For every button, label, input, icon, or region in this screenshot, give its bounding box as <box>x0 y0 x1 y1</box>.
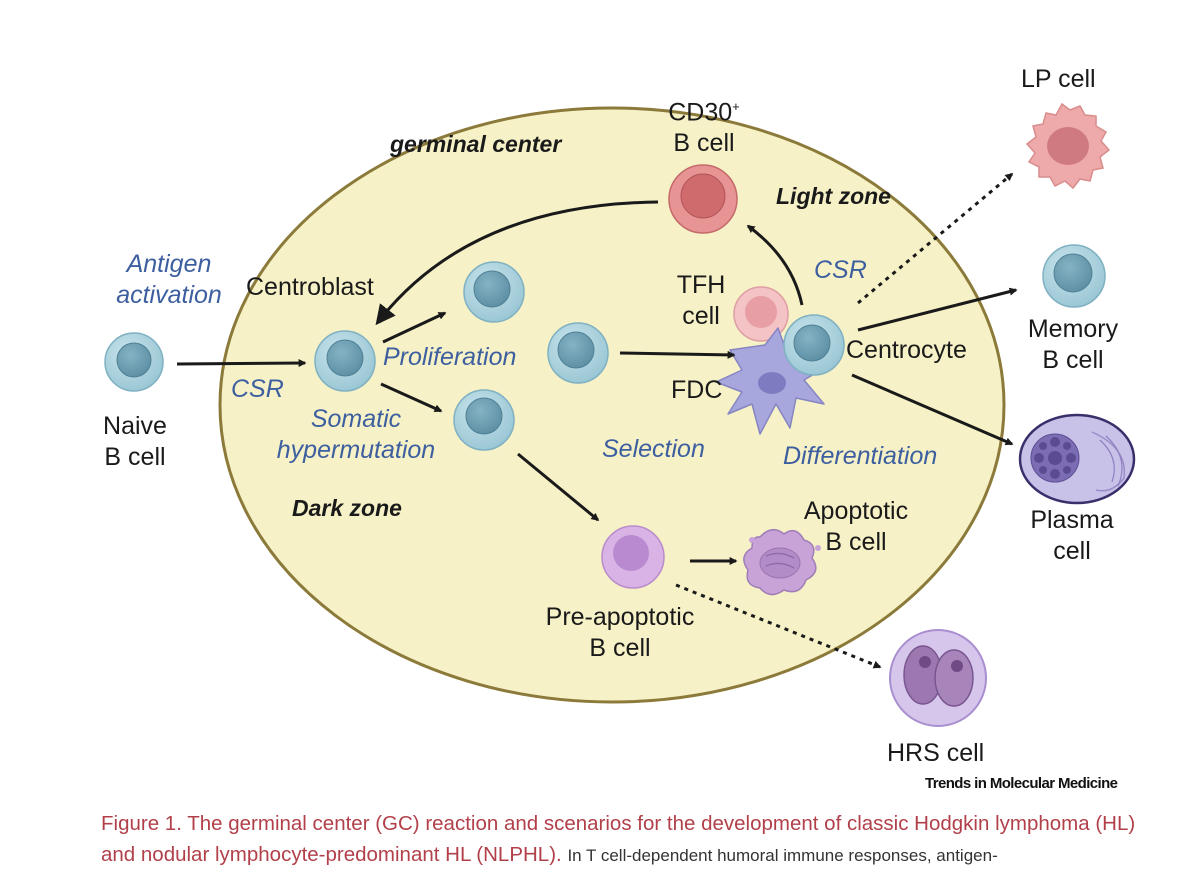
hrs-cell-label: HRS cell <box>887 739 985 767</box>
dotted-arrow-to-hrs <box>675 583 882 669</box>
tfh-cell-label: TFH cell <box>676 271 726 330</box>
journal-credit: Trends in Molecular Medicine <box>925 775 1118 792</box>
naive-b-cell <box>104 332 164 392</box>
arrow-to-pre-apoptotic <box>517 452 600 522</box>
selection-label: Selection <box>602 435 705 463</box>
antigen-activation-label: Antigen activation <box>116 250 222 309</box>
selection-cell <box>547 322 609 384</box>
arrow-selection-to-fdc <box>619 350 736 359</box>
lp-cell <box>1025 102 1111 190</box>
fdc-label: FDC <box>671 376 723 404</box>
hrs-cell <box>889 629 987 727</box>
germinal-center-label: germinal center <box>390 131 562 157</box>
somatic-hypermutation-label: Somatic hypermutation <box>276 405 436 464</box>
proliferation-label: Proliferation <box>383 343 517 371</box>
memory-b-cell-label: Memory B cell <box>1027 315 1119 374</box>
cd30-b-cell <box>668 164 738 234</box>
arrow-cd30-to-centroblast <box>375 200 659 326</box>
differentiation-label: Differentiation <box>783 442 938 470</box>
arrow-naive-to-centroblast <box>176 359 307 368</box>
dark-zone-label: Dark zone <box>292 495 402 521</box>
pre-apoptotic-b-cell-label: Pre-apoptotic B cell <box>545 603 695 662</box>
lp-cell-label: LP cell <box>1021 65 1096 93</box>
figure-caption: Figure 1. The germinal center (GC) react… <box>101 808 1161 871</box>
pre-apoptotic-b-cell <box>601 525 665 589</box>
dotted-arrow-to-lp <box>857 172 1014 305</box>
centroblast-cell <box>314 330 376 392</box>
centroblast-label: Centroblast <box>246 273 374 301</box>
arrow-centrocyte-to-plasma <box>851 373 1014 446</box>
arrow-centrocyte-to-memory <box>857 287 1018 332</box>
plasma-cell <box>1018 413 1136 505</box>
apoptotic-b-cell-label: Apoptotic B cell <box>803 497 909 556</box>
apoptotic-b-cell <box>743 528 821 596</box>
arrow-centrocyte-to-cd30 <box>746 224 804 306</box>
proliferating-cell-bottom <box>453 389 515 451</box>
csr-right-label: CSR <box>814 256 867 284</box>
memory-b-cell <box>1042 244 1106 308</box>
centrocyte-cell <box>783 314 845 376</box>
caption-text: In T cell-dependent humoral immune respo… <box>567 846 998 865</box>
tfh-cell <box>733 286 789 342</box>
plasma-cell-label: Plasma cell <box>1030 506 1114 565</box>
cd30-b-cell-label: CD30+ B cell <box>668 98 740 158</box>
arrow-centroblast-to-bottom <box>380 382 443 413</box>
naive-b-cell-label: Naive B cell <box>103 412 167 471</box>
arrow-centroblast-to-top <box>382 311 447 344</box>
caption-title: Figure 1. The germinal center (GC) react… <box>101 812 1136 866</box>
centrocyte-label: Centrocyte <box>846 336 967 364</box>
light-zone-label: Light zone <box>776 183 891 209</box>
proliferating-cell-top <box>463 261 525 323</box>
csr-left-label: CSR <box>231 375 284 403</box>
